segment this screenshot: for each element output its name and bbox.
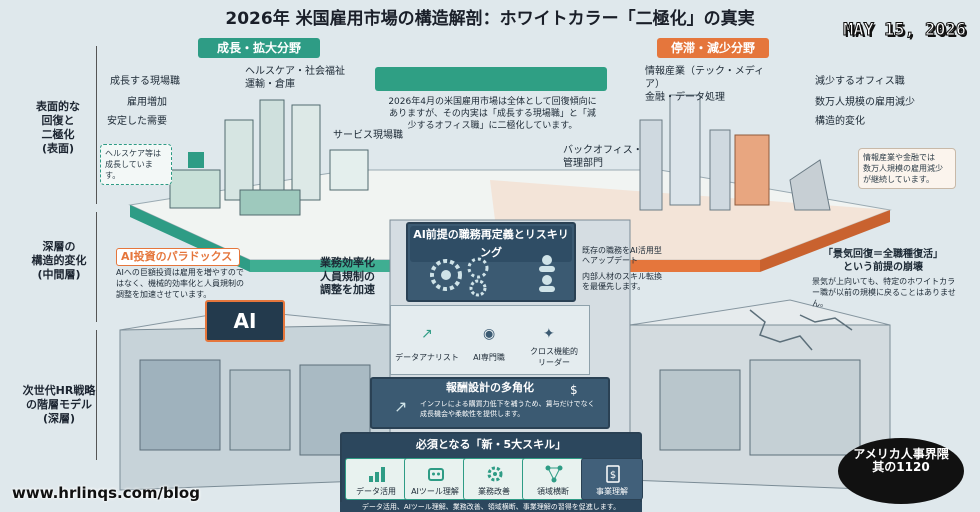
- ai-effect-2: 人員規制の 調整を加速: [320, 270, 375, 296]
- series-badge: アメリカ人事界隈 其の1120: [838, 438, 964, 504]
- service-label: サービス現場職: [333, 130, 403, 141]
- info-label: 情報産業（テック・メディア） 金融・データ処理: [645, 66, 765, 103]
- skill-label-1: データ活用: [356, 487, 396, 496]
- dollar-doc-icon: $: [606, 465, 620, 483]
- ai-effect-1: 業務効率化: [320, 256, 375, 269]
- bracket-deep: [96, 330, 97, 460]
- people-icon: [539, 255, 555, 292]
- growth-chart-icon: ↗: [394, 397, 408, 416]
- skill-business: $ 事業理解: [581, 458, 643, 500]
- healthcare-callout: ヘルスケア等は 成長しています。: [100, 144, 172, 185]
- intro-banner: [375, 67, 607, 91]
- network-icon: ✦: [543, 326, 555, 342]
- growth-label-2: 雇用増加: [127, 97, 167, 108]
- reskill-point-1: 既存の職務をAI活用型 へアップデート: [582, 246, 662, 265]
- skill-improve: 業務改善: [463, 458, 525, 500]
- bar-chart-icon: [369, 467, 385, 482]
- side-label-surface: 表面的な 回復と 二極化 (表面): [36, 100, 80, 155]
- skills-footer: データ活用、AIツール理解、業務改善、領域横断、事業理解の習得を促進します。: [340, 502, 642, 512]
- role-3: クロス機能的 リーダー: [530, 347, 578, 367]
- recovery-title: 「景気回復＝全職種復活」 という前提の崩壊: [823, 249, 943, 273]
- gears-icon: [430, 257, 489, 297]
- layer-illustration: [119, 94, 892, 491]
- skill-label-2: AIツール理解: [411, 487, 459, 496]
- ai-chip-label: AI: [233, 309, 257, 333]
- skill-label-5: 事業理解: [596, 487, 628, 496]
- info-callout: 情報産業や金融では 数万人規模の雇用減少 が継続しています。: [858, 148, 956, 189]
- skill-ai-tool: AIツール理解: [404, 458, 466, 500]
- skill-cross: 領域横断: [522, 458, 584, 500]
- svg-text:$: $: [610, 470, 616, 481]
- backoffice-label: バックオフィス・ 管理部門: [563, 145, 643, 169]
- ai-paradox-title: AI投資のパラドックス: [116, 248, 240, 266]
- date-stamp: MAY 15, 2026: [843, 20, 967, 41]
- bracket-surface: [96, 46, 97, 204]
- coin-icon: $: [570, 383, 578, 397]
- recovery-text: 景気が上向いても、特定のホワイトカラー職が以前の規模に戻ることはありません。: [812, 277, 956, 308]
- decline-label-3: 構造的変化: [815, 116, 865, 127]
- reward-title: 報酬設計の多角化: [446, 381, 534, 394]
- growth-header: 成長・拡大分野: [198, 38, 320, 58]
- reskill-point-2: 内部人材のスキル転換 を最優先します。: [582, 272, 662, 291]
- ai-paradox-text: AIへの巨額投資は雇用を増やすのではなく、機械的効率化と人員規制の調整を加速させ…: [116, 268, 244, 299]
- growth-label-1: 成長する現場職: [110, 76, 180, 87]
- network-nodes-icon: [545, 465, 563, 483]
- reward-text: インフレによる購買力低下を補うため、賃与だけでなく成長機会や柔軟性を提供します。: [420, 400, 595, 418]
- decline-header: 停滞・減少分野: [657, 38, 769, 58]
- skill-label-4: 領域横断: [537, 487, 569, 496]
- skills-title: 必須となる「新・5大スキル」: [415, 438, 567, 451]
- side-label-deep: 次世代HR戦略 の階層モデル (深層): [22, 384, 96, 425]
- reskill-panel: AI前提の職務再定義とリスキリング: [406, 222, 576, 302]
- role-1: データアナリスト: [395, 353, 459, 362]
- decline-label-1: 減少するオフィス職: [815, 76, 905, 87]
- ai-head-icon: ◉: [483, 326, 496, 342]
- reskill-title: AI前提の職務再定義とリスキリング: [410, 226, 572, 262]
- ai-chip: AI: [205, 300, 285, 342]
- side-label-middle: 深層の 構造的変化 (中間層): [31, 240, 87, 281]
- intro-text: 2026年4月の米国雇用市場は全体として回復傾向にありますが、その内実は「成長す…: [388, 97, 597, 131]
- skill-data: データ活用: [345, 458, 407, 500]
- role-2: AI専門職: [473, 353, 505, 362]
- growth-label-3: 安定した需要: [107, 116, 167, 127]
- blog-url: www.hrlinqs.com/blog: [12, 484, 200, 502]
- skill-label-3: 業務改善: [478, 487, 510, 496]
- page-title: 2026年 米国雇用市場の構造解剖：ホワイトカラー「二極化」の真実: [225, 9, 755, 29]
- roles-block: ↗ ◉ ✦ データアナリスト AI専門職 クロス機能的 リーダー: [390, 305, 590, 375]
- chart-icon: ↗: [421, 326, 433, 342]
- decline-label-2: 数万人規模の雇用減少: [815, 97, 915, 108]
- bracket-middle: [96, 212, 97, 322]
- gear-icon: [487, 466, 503, 482]
- reward-panel: 報酬設計の多角化 ↗ $ インフレによる購買力低下を補うため、賃与だけでなく成長…: [370, 377, 610, 429]
- healthcare-label: ヘルスケア・社会福祉 運輸・倉庫: [245, 66, 345, 90]
- robot-icon: [428, 468, 444, 481]
